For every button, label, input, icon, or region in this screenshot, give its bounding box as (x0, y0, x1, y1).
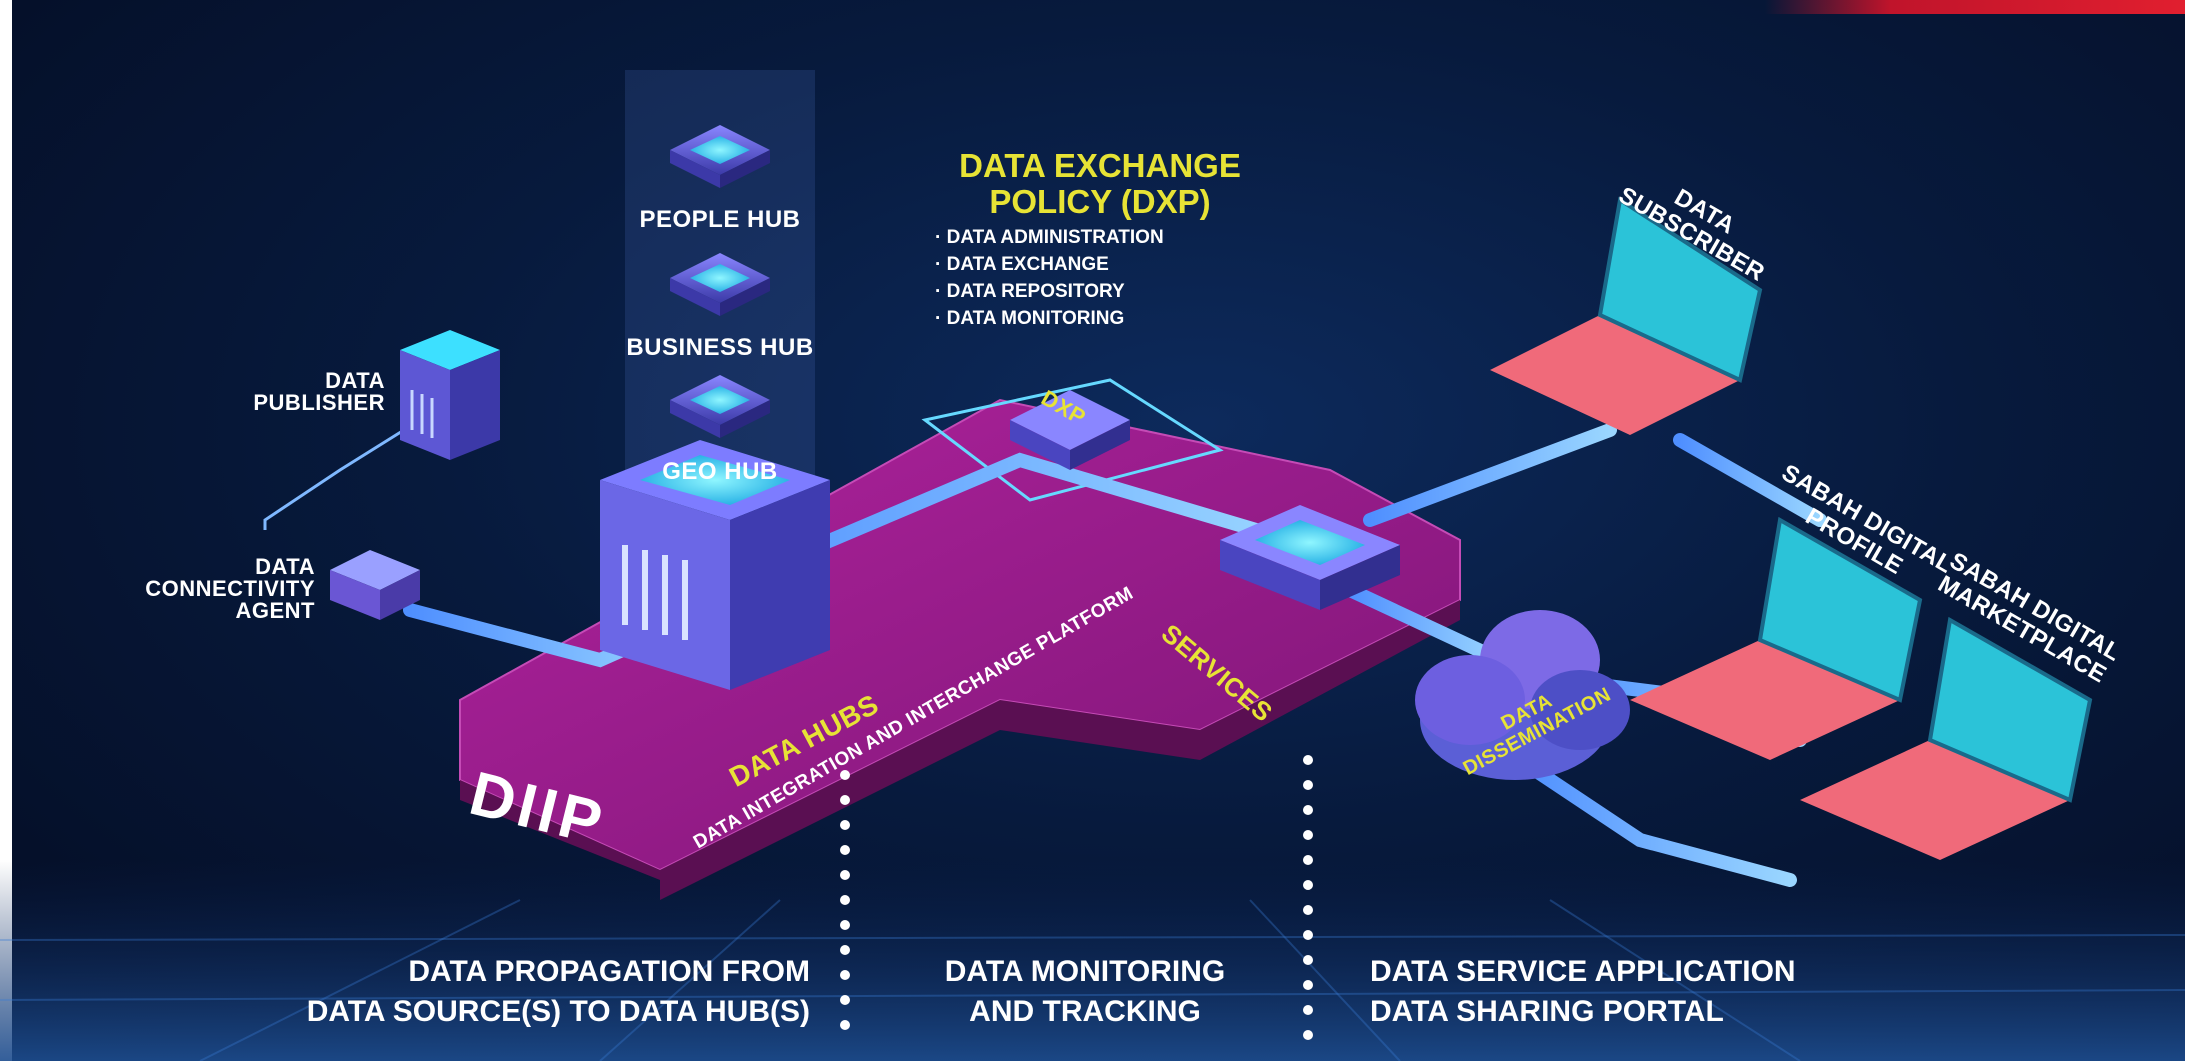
corner-decoration (1765, 0, 2185, 14)
geo-hub-label: GEO HUB (662, 458, 778, 485)
services-chip (1220, 505, 1400, 610)
bottom-right-line2: DATA SHARING PORTAL (1370, 995, 1724, 1028)
geo-hub-chip (670, 375, 770, 438)
dxp-title-line1: DATA EXCHANGE (959, 147, 1241, 184)
bottom-caption-left: DATA PROPAGATION FROM DATA SOURCE(S) TO … (240, 952, 810, 1032)
ground-glow (0, 860, 2185, 1061)
dxp-item: DATA ADMINISTRATION (935, 224, 1164, 251)
bottom-mid-line2: AND TRACKING (969, 995, 1201, 1028)
agent-label-line1: DATA (255, 554, 315, 579)
bottom-caption-right: DATA SERVICE APPLICATION DATA SHARING PO… (1370, 952, 1930, 1032)
bottom-right-line1: DATA SERVICE APPLICATION (1370, 955, 1796, 988)
people-hub-chip (670, 125, 770, 188)
bottom-mid-line1: DATA MONITORING (944, 955, 1226, 988)
agent-device (330, 550, 420, 620)
business-hub-label: BUSINESS HUB (626, 334, 814, 361)
data-hub-cube (600, 440, 830, 690)
agent-label-line3: AGENT (235, 598, 315, 623)
laptop-subscriber (1490, 196, 1763, 435)
bottom-left-line1: DATA PROPAGATION FROM (408, 955, 810, 988)
publisher-server (400, 330, 500, 460)
publisher-label: DATA PUBLISHER (200, 370, 385, 414)
dxp-title: DATA EXCHANGE POLICY (DXP) (900, 148, 1300, 220)
bottom-left-line2: DATA SOURCE(S) TO DATA HUB(S) (306, 995, 810, 1028)
dxp-item: DATA EXCHANGE (935, 251, 1164, 278)
publisher-label-line1: DATA (325, 368, 385, 393)
laptop-profile (1630, 516, 1923, 760)
left-edge-strip (0, 0, 12, 1061)
people-hub-label: PEOPLE HUB (639, 206, 801, 233)
agent-label: DATA CONNECTIVITY AGENT (120, 556, 315, 622)
dxp-item: DATA MONITORING (935, 305, 1164, 332)
dxp-item: DATA REPOSITORY (935, 278, 1164, 305)
business-hub-chip (670, 253, 770, 316)
dissemination-cloud (1415, 610, 1630, 780)
ground-grid (0, 899, 2185, 1061)
bottom-caption-middle: DATA MONITORING AND TRACKING (900, 952, 1270, 1032)
dxp-title-line2: POLICY (DXP) (989, 183, 1211, 220)
publisher-label-line2: PUBLISHER (253, 390, 385, 415)
dxp-list: DATA ADMINISTRATION DATA EXCHANGE DATA R… (935, 224, 1164, 332)
separator-dots (840, 755, 1313, 1040)
dxp-chip (1010, 390, 1130, 470)
publisher-connector (263, 418, 421, 530)
agent-label-line2: CONNECTIVITY (145, 576, 315, 601)
laptop-marketplace (1800, 616, 2093, 860)
